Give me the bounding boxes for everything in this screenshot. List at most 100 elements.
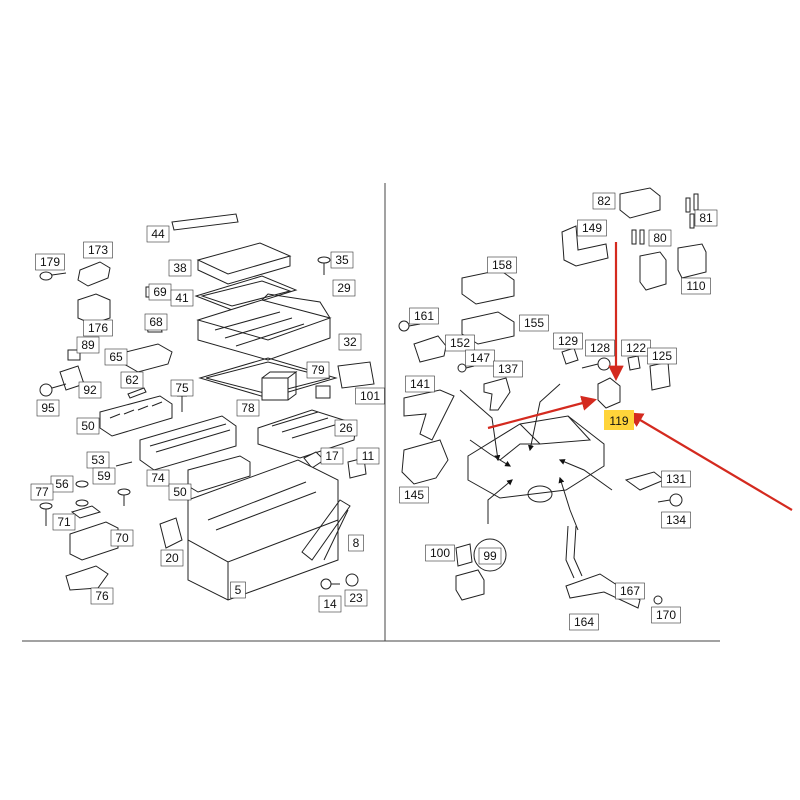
part-75-screw — [177, 395, 187, 412]
callout-label: 129 — [558, 334, 578, 348]
callout-box — [146, 225, 170, 243]
callout-box — [332, 279, 356, 297]
part-173 — [77, 261, 111, 287]
callout-box — [230, 581, 246, 599]
part-155 — [461, 311, 515, 345]
callout-box — [306, 361, 330, 379]
callout-label: 176 — [88, 321, 108, 335]
callout-box — [92, 467, 116, 485]
callout-label: 62 — [125, 373, 139, 387]
callout-box — [120, 371, 144, 389]
callout-label: 100 — [430, 546, 450, 560]
part-89 — [67, 349, 81, 361]
callout-box — [519, 314, 549, 332]
part-152 — [413, 335, 447, 363]
callout-label: 78 — [241, 401, 255, 415]
callout-box — [651, 606, 681, 624]
callout-label: 164 — [574, 615, 594, 629]
part-131 — [624, 471, 665, 491]
part-95-screw — [39, 383, 67, 397]
right-panel-parts — [398, 187, 707, 609]
callout-box — [170, 289, 194, 307]
callout-box — [661, 511, 691, 529]
callout-box — [318, 595, 342, 613]
callout-box — [35, 253, 65, 271]
red-arrows — [487, 242, 793, 511]
callout-box — [585, 339, 615, 357]
part-65-plate — [123, 343, 173, 373]
part-99-circle — [473, 538, 507, 572]
part-100 — [455, 543, 473, 567]
callout-box — [76, 417, 100, 435]
part-101-relay — [337, 361, 375, 389]
part-23 — [345, 573, 359, 587]
callout-box — [661, 470, 691, 488]
callout-label: 71 — [57, 515, 71, 529]
red-arrow-right — [627, 412, 793, 511]
callout-box — [445, 334, 475, 352]
callout-box — [577, 219, 607, 237]
callout-label: 8 — [353, 536, 360, 550]
callout-box — [553, 332, 583, 350]
callout-label: 50 — [173, 485, 187, 499]
callout-label: 23 — [349, 591, 363, 605]
part-164-strip — [565, 573, 641, 609]
callout-label: 5 — [235, 583, 242, 597]
callout-label: 20 — [165, 551, 179, 565]
callout-label: 74 — [151, 471, 165, 485]
red-arrow-left — [487, 395, 597, 430]
wiring-harness — [565, 525, 583, 579]
callout-box — [104, 348, 128, 366]
callout-label: 110 — [686, 279, 705, 293]
part-77-screw — [39, 502, 53, 526]
callout-box — [569, 613, 599, 631]
part-149 — [561, 225, 609, 267]
diagram-frame — [22, 183, 720, 642]
callout-label: 125 — [652, 349, 672, 363]
callout-box — [330, 251, 354, 269]
part-110-relay — [677, 243, 707, 279]
callout-label: 170 — [656, 608, 676, 622]
callout-box — [170, 379, 194, 397]
callout-label: 155 — [524, 316, 544, 330]
callout-label: 137 — [498, 362, 518, 376]
part-59-a — [75, 499, 89, 507]
callout-box — [409, 307, 439, 325]
callout-label: 79 — [311, 363, 325, 377]
part-14 — [320, 578, 340, 590]
callout-box — [76, 336, 100, 354]
callout-label: 50 — [81, 419, 95, 433]
callout-box — [36, 399, 60, 417]
part-82 — [619, 187, 661, 219]
part-relay-small — [455, 569, 485, 601]
callout-box — [236, 399, 260, 417]
part-26-base — [257, 409, 357, 459]
callout-label: 68 — [149, 315, 163, 329]
callout-label: 70 — [115, 531, 129, 545]
callout-label: 134 — [666, 513, 686, 527]
part-8-rod-b — [323, 509, 349, 561]
callout-label: 14 — [323, 597, 337, 611]
part-161-screw — [398, 320, 421, 332]
callout-label: 99 — [483, 549, 497, 563]
callout-box — [144, 313, 168, 331]
callout-box — [83, 319, 113, 337]
callout-box — [338, 333, 362, 351]
callout-label: 167 — [620, 584, 640, 598]
callout-label: 173 — [88, 243, 108, 257]
part-41-gasket — [194, 275, 298, 311]
callout-label: 38 — [173, 261, 187, 275]
part-129 — [561, 347, 579, 365]
callout-label: 101 — [360, 389, 380, 403]
part-79-relay-r — [639, 251, 667, 291]
part-119-relay — [597, 377, 621, 409]
part-76 — [65, 565, 109, 591]
callout-label: 65 — [109, 350, 123, 364]
callout-box — [399, 486, 429, 504]
callout-box — [146, 469, 170, 487]
callout-box — [478, 547, 502, 565]
callout-box — [90, 587, 114, 605]
callout-label: 158 — [492, 258, 512, 272]
part-32-gasket — [198, 357, 338, 399]
part-50-block-a — [99, 395, 173, 437]
